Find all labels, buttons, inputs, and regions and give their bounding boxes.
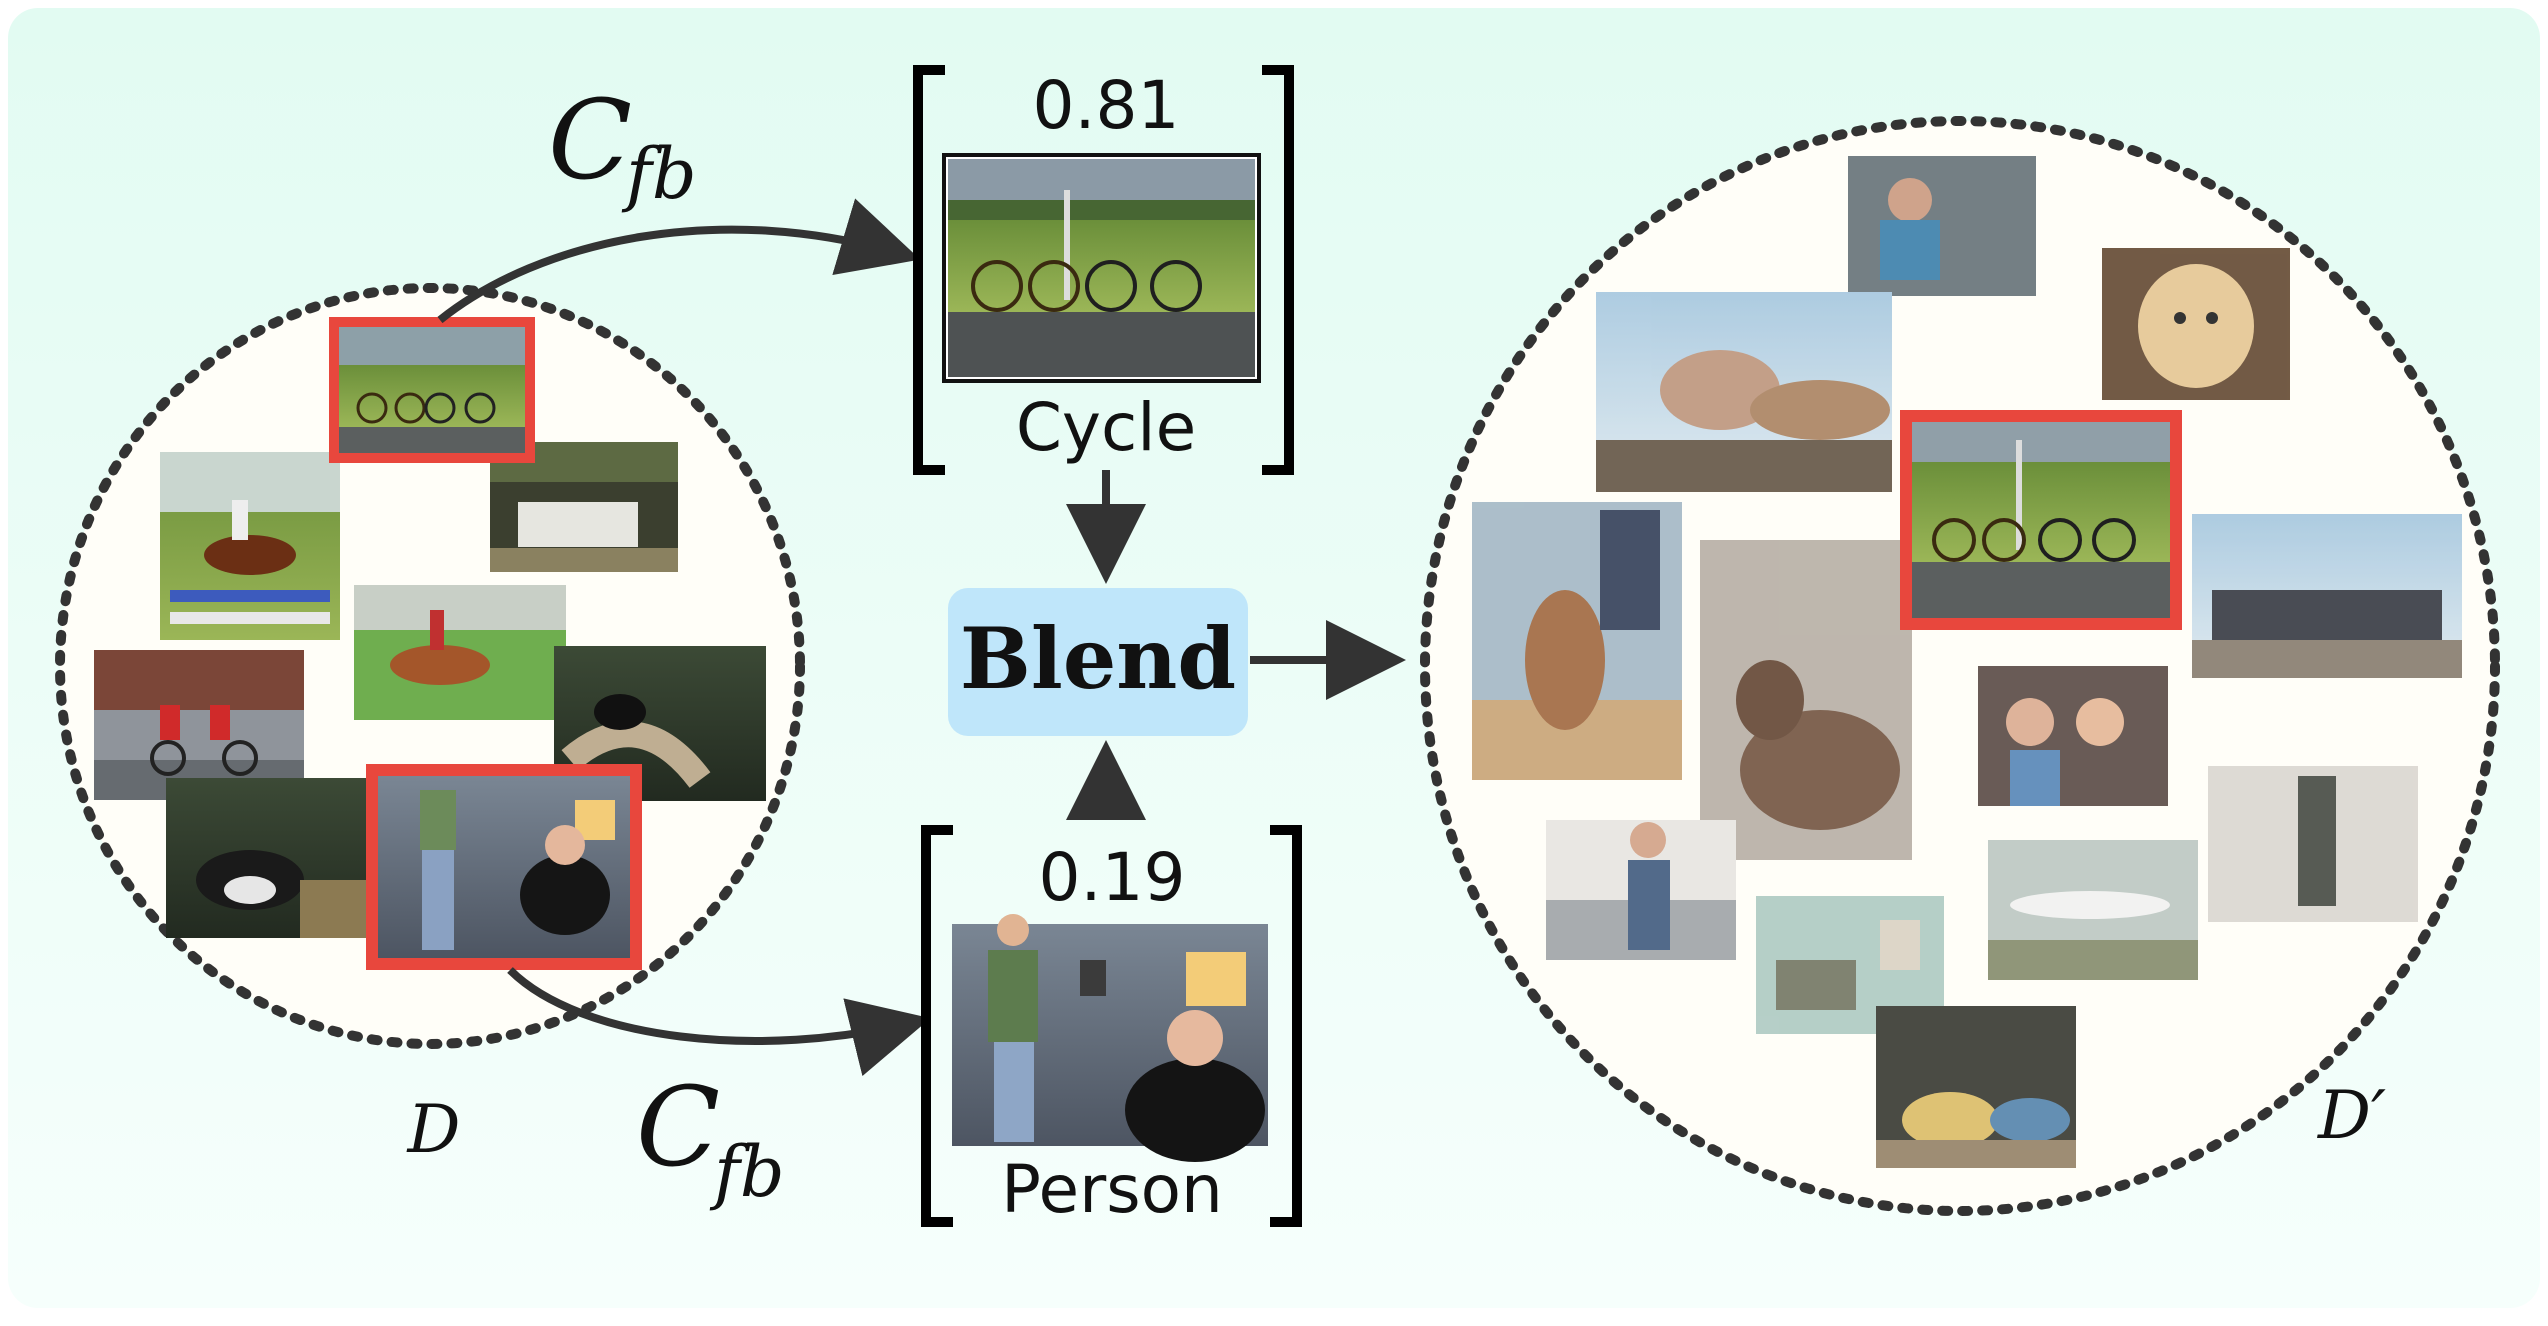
blend-label: Blend <box>960 609 1236 708</box>
thumb-food-bowls <box>1876 1006 2076 1168</box>
operator-bottom-label: C fb <box>636 1063 785 1213</box>
bottom-branch-class-label: Person <box>1001 1151 1223 1228</box>
thumb-bicycles-selected <box>329 317 535 463</box>
thumb-bird-horse-blend <box>1596 292 1892 492</box>
thumb-spaniel <box>2102 248 2290 400</box>
thumb-bottle <box>2208 766 2418 922</box>
arrow-to-top-branch <box>437 198 921 324</box>
thumb-cat-branch <box>554 646 766 801</box>
thumb-people-room-selected <box>366 764 642 970</box>
top-branch-bracket <box>913 65 1294 475</box>
operator-bottom-symbol: C <box>636 1063 720 1191</box>
operator-top-label: C fb <box>548 76 697 215</box>
thumb-tandem-bike <box>94 650 304 800</box>
thumb-couple <box>1978 666 2168 806</box>
operator-top-subscript: fb <box>621 133 697 215</box>
operator-bottom-subscript: fb <box>709 1131 785 1213</box>
thumb-street-van <box>490 442 678 572</box>
thumb-bicycles-blended <box>1900 410 2182 630</box>
thumb-cat-forest <box>166 778 378 938</box>
thumb-airplane <box>1988 840 2198 980</box>
thumb-horse-race <box>354 585 566 720</box>
blend-box <box>948 588 1248 736</box>
bottom-branch-weight: 0.19 <box>1039 839 1186 916</box>
top-branch-image <box>942 153 1261 383</box>
thumb-horse-show-jump <box>160 452 340 640</box>
bottom-branch-bracket <box>921 825 1302 1227</box>
bottom-branch-image <box>952 914 1268 1162</box>
source-set-label: D <box>407 1091 461 1168</box>
thumb-dog-boat <box>1472 502 1682 780</box>
top-branch-weight: 0.81 <box>1033 67 1180 144</box>
arrow-to-bottom-branch <box>507 967 931 1077</box>
operator-top-symbol: C <box>548 76 632 204</box>
target-set-label: D′ <box>2317 1077 2386 1154</box>
thumb-dog-indoor-blend <box>1700 540 1912 860</box>
thumb-man-kitchen <box>1546 820 1736 960</box>
top-branch-class-label: Cycle <box>1016 389 1196 466</box>
thumb-train <box>2192 514 2462 678</box>
thumb-man-workshop <box>1848 156 2036 296</box>
